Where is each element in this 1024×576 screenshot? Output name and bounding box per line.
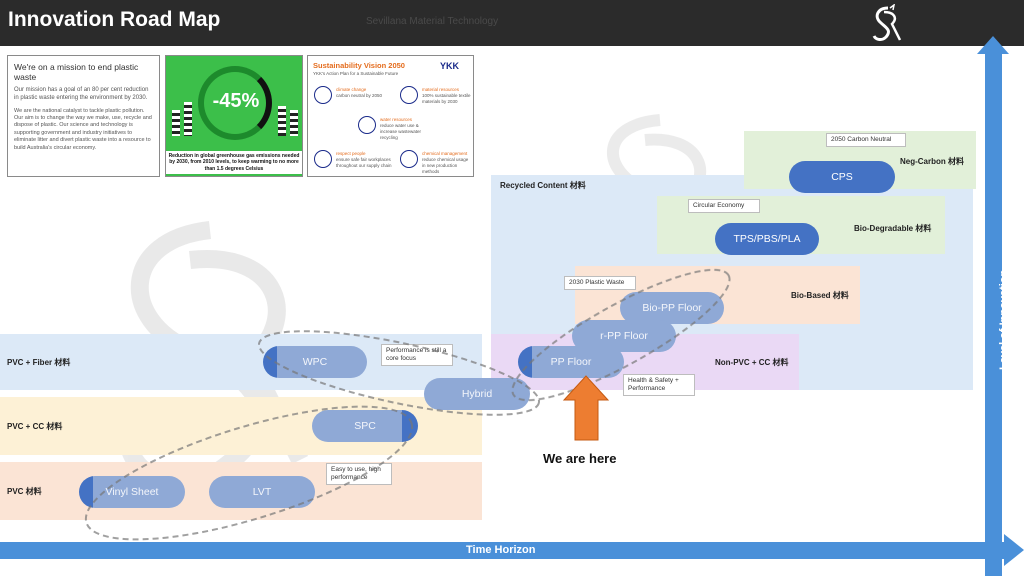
band-label-pvc-fiber: PVC + Fiber 材料 — [7, 358, 71, 367]
co2-icon — [314, 86, 332, 104]
handshake-icon — [314, 150, 332, 168]
emissions-percent: -45% — [212, 90, 260, 112]
note-easy-to-use: Easy to use, high performance — [326, 463, 392, 486]
vision-subtitle: YKK's Action Plan for a Sustainable Futu… — [313, 71, 399, 76]
note-plastic-waste: 2030 Plastic Waste — [564, 276, 636, 291]
company-logo-icon — [872, 4, 902, 41]
tree-icon — [400, 86, 418, 104]
flask-icon — [400, 150, 418, 168]
tps-pill[interactable]: TPS/PBS/PLA — [715, 223, 819, 255]
progress-ring — [198, 66, 272, 140]
emissions-caption: Reduction in global greenhouse gas emiss… — [166, 150, 302, 174]
chimney-icon — [172, 110, 180, 136]
band-label-pvc: PVC 材料 — [7, 487, 42, 496]
lvt-pill[interactable]: LVT — [209, 476, 315, 508]
spc-pill[interactable]: SPC — [312, 410, 418, 442]
band-label-bio-based: Bio-Based 材料 — [791, 291, 849, 300]
vision-card: Sustainability Vision 2050 YKK's Action … — [307, 55, 474, 177]
we-are-here-label: We are here — [543, 451, 617, 466]
band-label-bio-degradable: Bio-Degradable 材料 — [854, 224, 932, 233]
ykk-logo: YKK — [439, 61, 459, 71]
mission-title: We're on a mission to end plastic waste — [14, 62, 139, 83]
mission-detail: We are the national catalyst to tackle p… — [14, 107, 152, 151]
band-label-non-pvc: Non-PVC + CC 材料 — [715, 358, 789, 367]
cps-pill[interactable]: CPS — [789, 161, 895, 193]
y-axis-label: Level of Innovation — [998, 269, 1010, 370]
band-label-recycled: Recycled Content 材料 — [500, 181, 586, 190]
x-axis-label: Time Horizon — [466, 544, 536, 556]
x-axis-arrow-icon — [1004, 534, 1024, 566]
emissions-card: -45% Reduction in global greenhouse gas … — [165, 55, 303, 177]
page-subtitle: Sevillana Material Technology — [366, 16, 499, 27]
note-performance: Performance is still a core focus — [381, 344, 453, 367]
vision-title: Sustainability Vision 2050 — [313, 61, 405, 70]
mission-body: Our mission has a goal of an 80 per cent… — [14, 87, 149, 102]
note-carbon-neutral: 2050 Carbon Neutral — [826, 133, 906, 148]
wpc-pill[interactable]: WPC — [263, 346, 367, 378]
vinyl-sheet-pill[interactable]: Vinyl Sheet — [79, 476, 185, 508]
note-circular-economy: Circular Economy — [688, 199, 760, 214]
hybrid-pill[interactable]: Hybrid — [424, 378, 530, 410]
page-title: Innovation Road Map — [8, 8, 221, 31]
header-bar: Innovation Road Map Sevillana Material T… — [0, 0, 1024, 46]
chimney-icon — [278, 106, 286, 136]
chimney-icon — [290, 110, 298, 136]
water-drop-icon — [358, 116, 376, 134]
note-health-safety: Health & Safety + Performance — [623, 374, 695, 397]
mission-card: We're on a mission to end plastic waste … — [7, 55, 160, 177]
band-label-pvc-cc: PVC + CC 材料 — [7, 422, 63, 431]
pp-floor-pill[interactable]: PP Floor — [518, 346, 624, 378]
band-label-neg-carbon: Neg-Carbon 材料 — [900, 157, 964, 166]
chimney-icon — [184, 102, 192, 136]
